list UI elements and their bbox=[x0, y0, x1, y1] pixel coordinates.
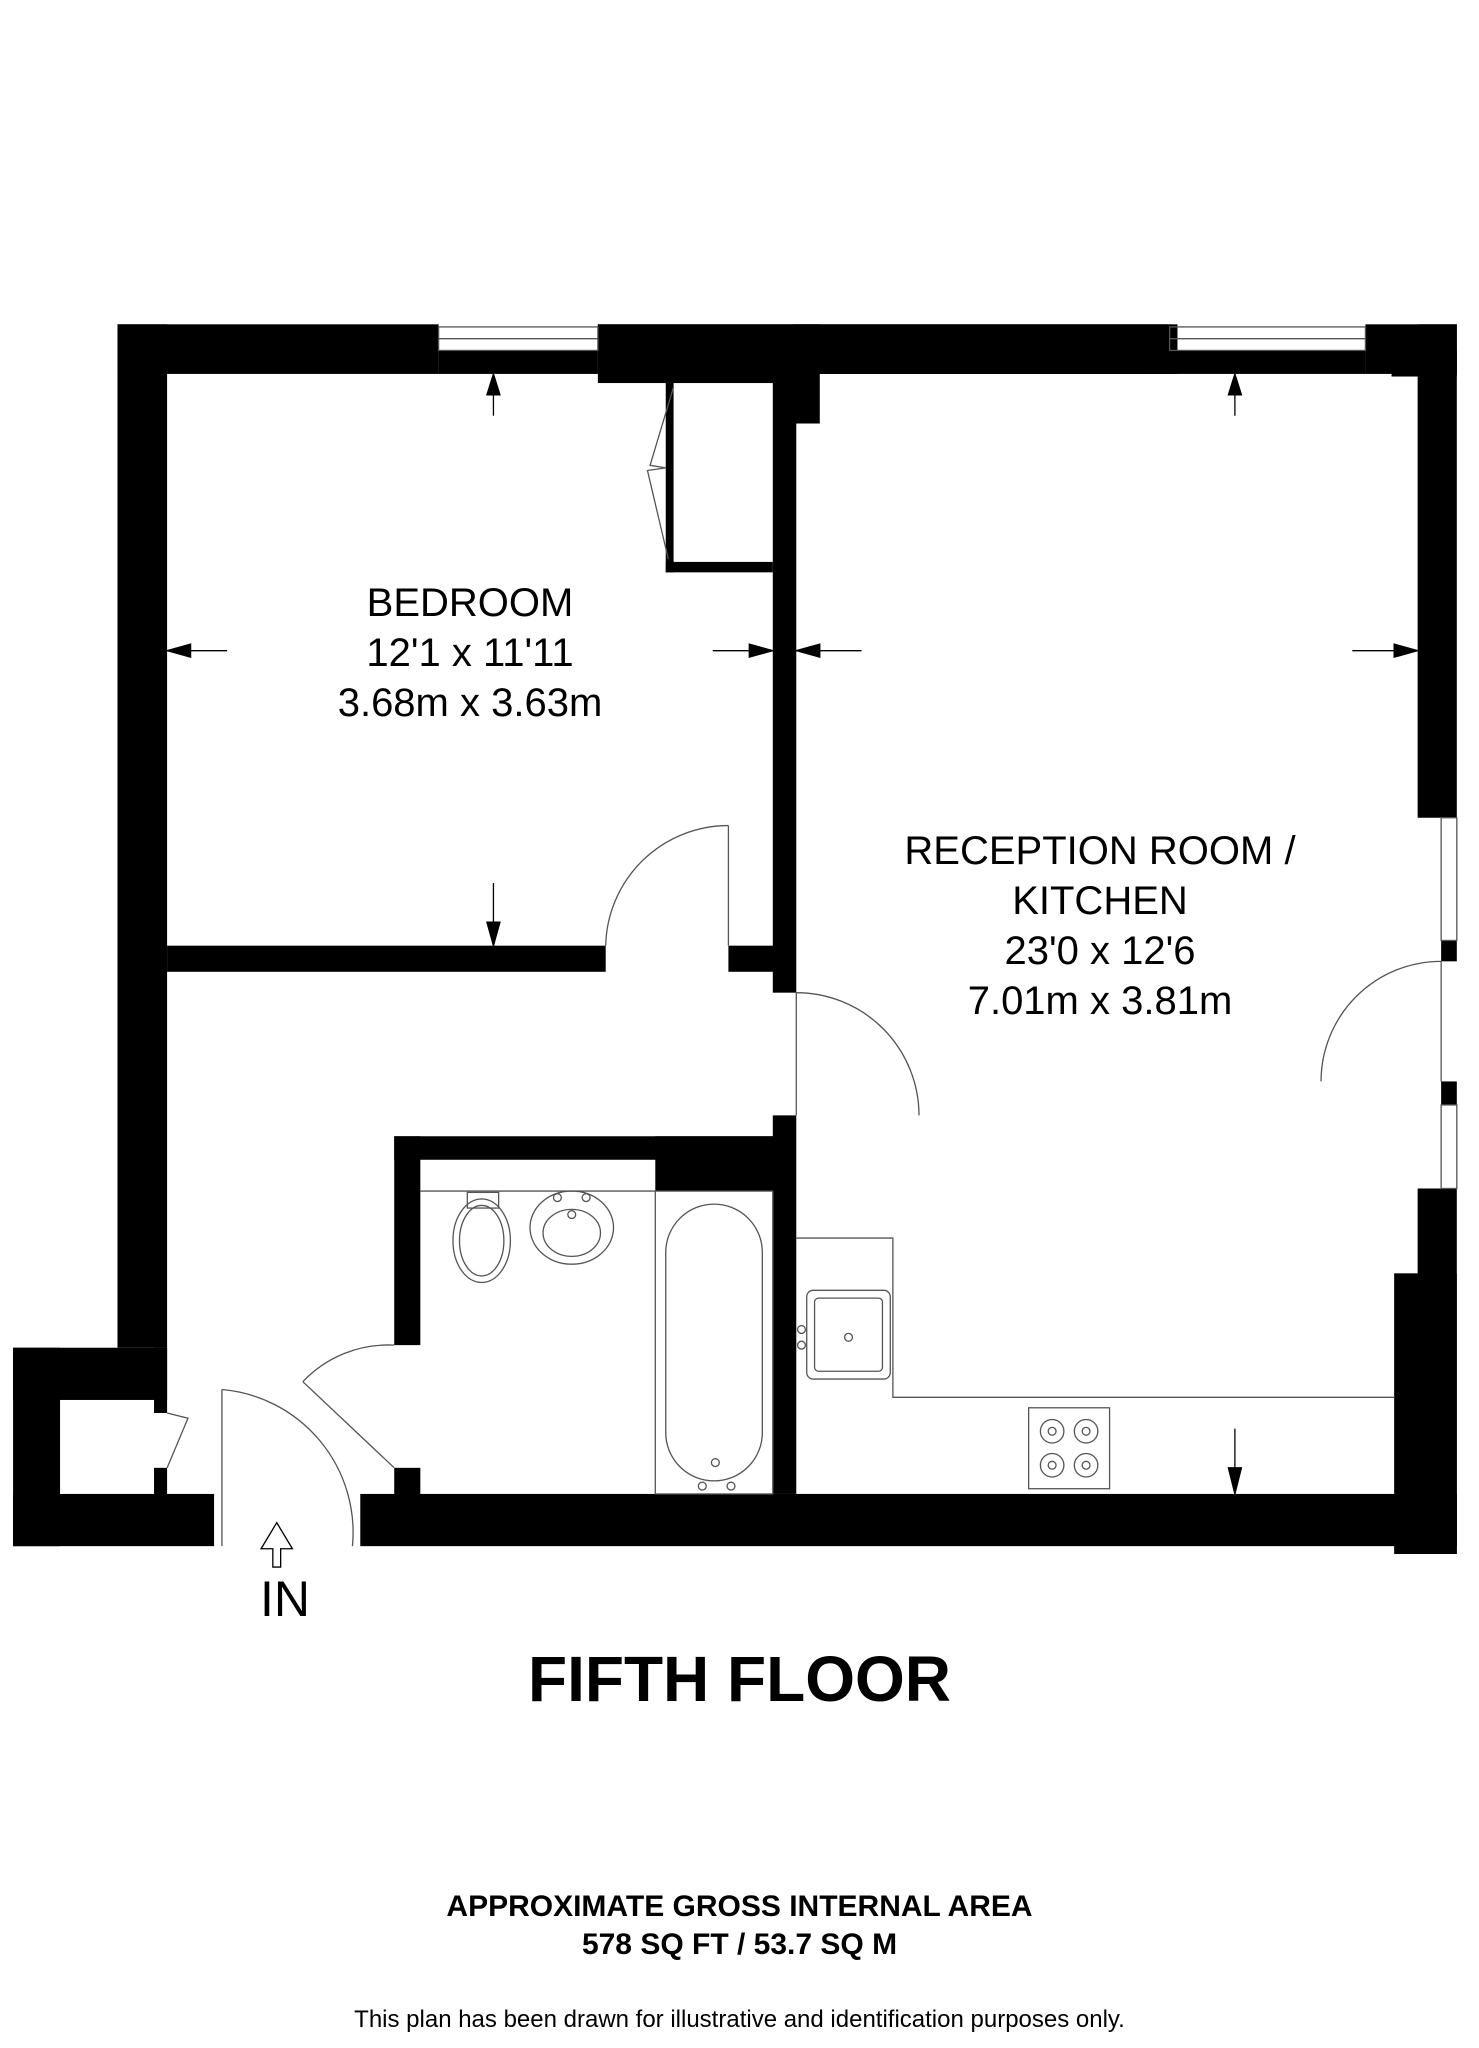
reception-kitchen-label: RECEPTION ROOM / KITCHEN 23'0 x 12'6 7.0… bbox=[820, 826, 1380, 1026]
entrance-label: IN bbox=[260, 1571, 310, 1627]
gross-area: APPROXIMATE GROSS INTERNAL AREA 578 SQ F… bbox=[0, 1888, 1479, 1964]
reception-metric: 7.01m x 3.81m bbox=[967, 979, 1233, 1023]
area-value: 578 SQ FT / 53.7 SQ M bbox=[581, 1928, 898, 1961]
area-heading: APPROXIMATE GROSS INTERNAL AREA bbox=[446, 1890, 1033, 1923]
reception-name-line1: RECEPTION ROOM / bbox=[904, 829, 1296, 873]
bedroom-metric: 3.68m x 3.63m bbox=[337, 681, 603, 725]
reception-name-line2: KITCHEN bbox=[1012, 879, 1188, 923]
bedroom-name: BEDROOM bbox=[366, 581, 574, 625]
entrance-arrow-icon bbox=[259, 1521, 294, 1568]
disclaimer: This plan has been drawn for illustrativ… bbox=[354, 2006, 1125, 2033]
reception-imperial: 23'0 x 12'6 bbox=[1004, 929, 1196, 973]
measurement-arrows bbox=[164, 371, 1421, 1495]
floor-title: FIFTH FLOOR bbox=[527, 1643, 952, 1715]
walls bbox=[13, 324, 1457, 1554]
bedroom-imperial: 12'1 x 11'11 bbox=[366, 631, 574, 675]
bedroom-label: BEDROOM 12'1 x 11'11 3.68m x 3.63m bbox=[230, 578, 710, 728]
fixtures bbox=[166, 326, 1458, 1547]
